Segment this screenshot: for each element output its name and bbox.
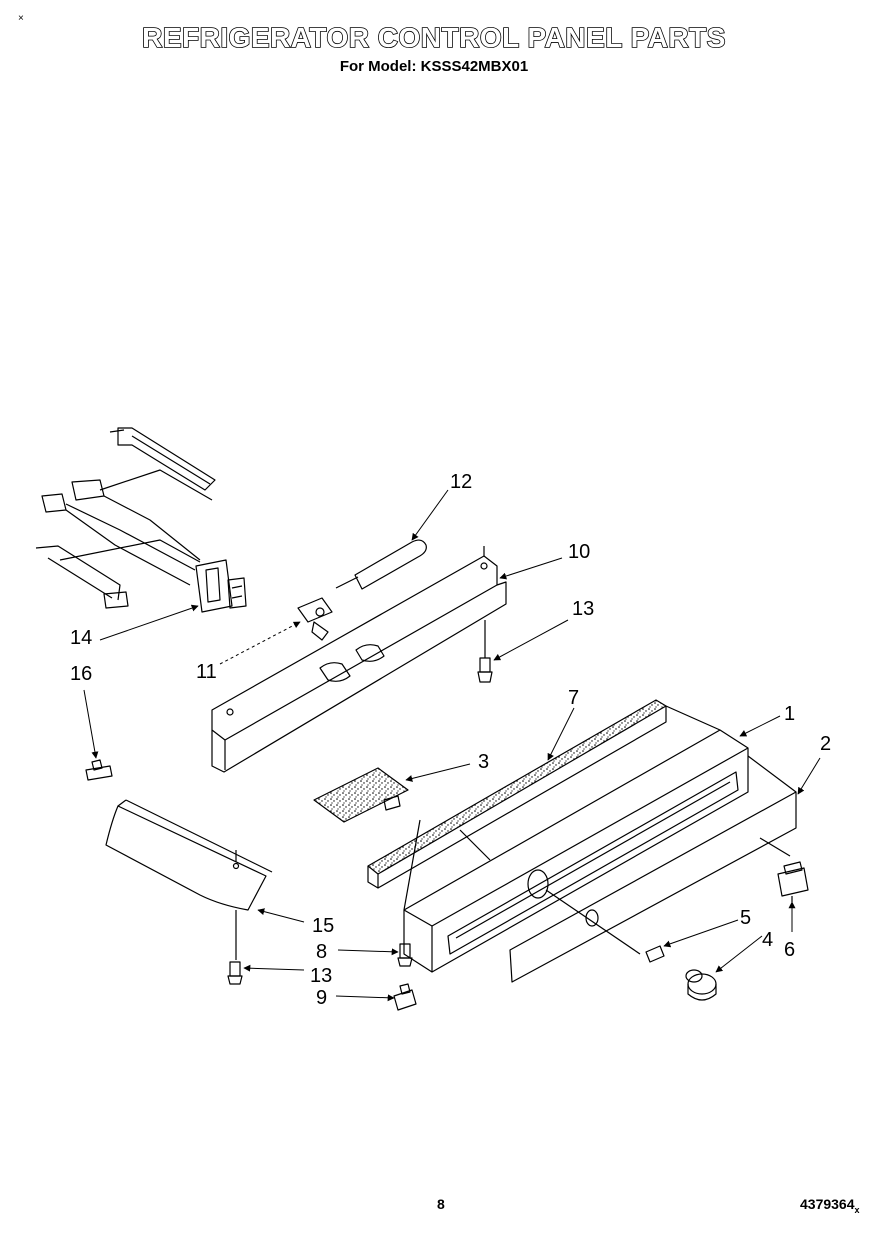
- model-subtitle: For Model: KSSS42MBX01: [339, 58, 529, 75]
- front-panel-part: [509, 755, 797, 983]
- callout-7: 7: [568, 687, 579, 709]
- wire-harness-part: [35, 427, 247, 613]
- screw-upper-part: [477, 620, 493, 683]
- trim-shield-part: [105, 799, 273, 960]
- callout-2: 2: [820, 733, 831, 755]
- sensor-tube-part: [335, 539, 427, 590]
- callout-13-upper: 13: [572, 598, 594, 620]
- callout-6: 6: [784, 939, 795, 961]
- switch-part: [777, 861, 809, 902]
- grommet-part: [393, 983, 417, 1011]
- page-number: 8: [437, 1196, 445, 1212]
- document-number-value: 4379364: [800, 1196, 855, 1212]
- circuit-board-part: [313, 767, 409, 823]
- callout-16: 16: [70, 663, 92, 685]
- screw-lower-part: [227, 961, 243, 985]
- knob-part: [685, 969, 717, 1001]
- clip-part: [85, 759, 113, 781]
- gasket-strip-part: [367, 699, 667, 889]
- document-number: 4379364x: [800, 1196, 860, 1215]
- control-bracket-part: [211, 546, 507, 773]
- callout-13-lower: 13: [310, 965, 332, 987]
- callout-14: 14: [70, 627, 92, 649]
- callout-11: 11: [196, 661, 217, 683]
- leader-lines: [83, 489, 821, 1002]
- callout-8: 8: [316, 941, 327, 963]
- callout-5: 5: [740, 907, 751, 929]
- corner-mark: ×: [18, 13, 24, 24]
- screw-8-part: [397, 943, 413, 967]
- callout-1: 1: [784, 703, 795, 725]
- callout-labels: 1 2 3 4 5 6 7 8 9 10 11 12 13 13 14 15 1…: [70, 471, 831, 1009]
- document-number-suffix: x: [854, 1205, 860, 1215]
- callout-10: 10: [568, 541, 590, 563]
- callout-15: 15: [312, 915, 334, 937]
- callout-3: 3: [478, 751, 489, 773]
- callout-12: 12: [450, 471, 472, 493]
- label-part: [645, 945, 665, 963]
- callout-4: 4: [762, 929, 773, 951]
- thermostat-part: [297, 597, 333, 641]
- control-housing-part: [403, 705, 749, 973]
- callout-9: 9: [316, 987, 327, 1009]
- page-title: REFRIGERATOR CONTROL PANEL PARTS: [141, 21, 726, 54]
